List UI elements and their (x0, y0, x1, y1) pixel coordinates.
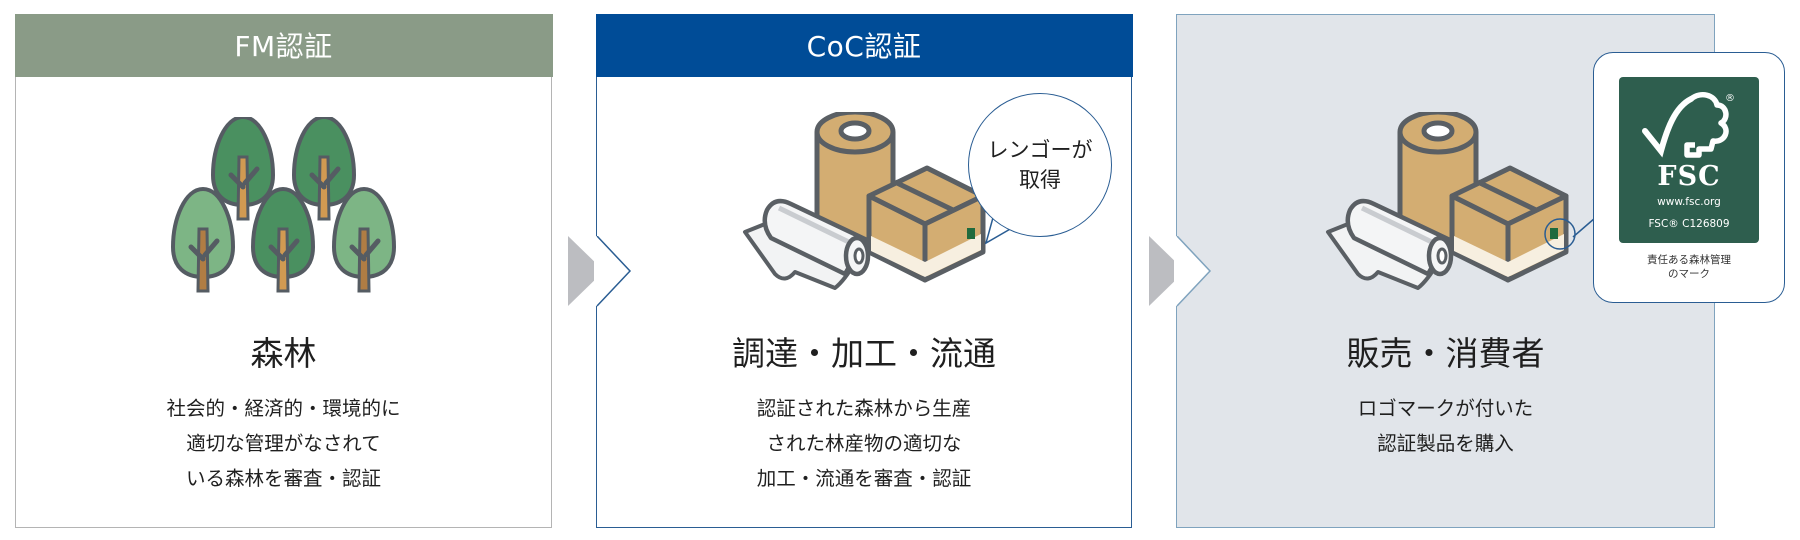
desc-line: 認証製品を購入 (1377, 432, 1514, 455)
step-title: 調達・加工・流通 (732, 334, 996, 373)
fsc-caption: 責任ある森林管理 のマーク (1594, 253, 1784, 281)
panel-notch (594, 236, 632, 307)
fsc-url: www.fsc.org (1657, 196, 1721, 208)
step-title: 森林 (250, 334, 317, 373)
step-fm-certification: FM認証 森林 社会的・経済的・環境的に 適切な管理がなされて いる森林を審査・… (14, 13, 553, 528)
forest-trees-icon (156, 117, 416, 317)
fm-header: FM認証 (14, 13, 553, 77)
step-title: 販売・消費者 (1346, 334, 1545, 373)
step-description: 認証された森林から生産 された林産物の適切な 加工・流通を審査・認証 (597, 391, 1131, 496)
fsc-license-code: FSC® C126809 (1648, 218, 1730, 230)
desc-line: 加工・流通を審査・認証 (756, 467, 972, 490)
desc-line: ロゴマークが付いた (1357, 397, 1534, 420)
desc-line: 適切な管理がなされて (186, 432, 381, 455)
svg-text:®: ® (1725, 93, 1735, 104)
desc-line: いる森林を審査・認証 (185, 467, 381, 490)
step-description: ロゴマークが付いた 認証製品を購入 (1177, 391, 1714, 461)
fsc-logo: ® FSC www.fsc.org FSC® C126809 (1619, 77, 1759, 243)
callout-connector (1572, 217, 1596, 238)
bubble-line: 取得 (1019, 168, 1061, 192)
fsc-wordmark: FSC (1657, 161, 1721, 192)
coc-header: CoC認証 (595, 13, 1133, 77)
paper-roll-box-icon (1318, 112, 1576, 302)
caption-line: のマーク (1668, 268, 1710, 280)
fsc-checkmark-tree-icon: ® (1642, 92, 1735, 158)
desc-line: 認証された森林から生産 (756, 397, 972, 420)
caption-line: 責任ある森林管理 (1647, 254, 1731, 266)
panel-notch (1174, 236, 1212, 307)
fsc-logo-callout: ® FSC www.fsc.org FSC® C126809 責任ある森林管理 … (1593, 52, 1785, 303)
step-description: 社会的・経済的・環境的に 適切な管理がなされて いる森林を審査・認証 (16, 391, 551, 496)
rengo-acquired-bubble: レンゴーが 取得 (968, 93, 1112, 237)
desc-line: 社会的・経済的・環境的に (166, 397, 401, 420)
bubble-line: レンゴーが (987, 138, 1093, 162)
bubble-tail (984, 213, 1013, 245)
paper-roll-box-icon (735, 112, 995, 302)
desc-line: された林産物の適切な (766, 432, 962, 455)
